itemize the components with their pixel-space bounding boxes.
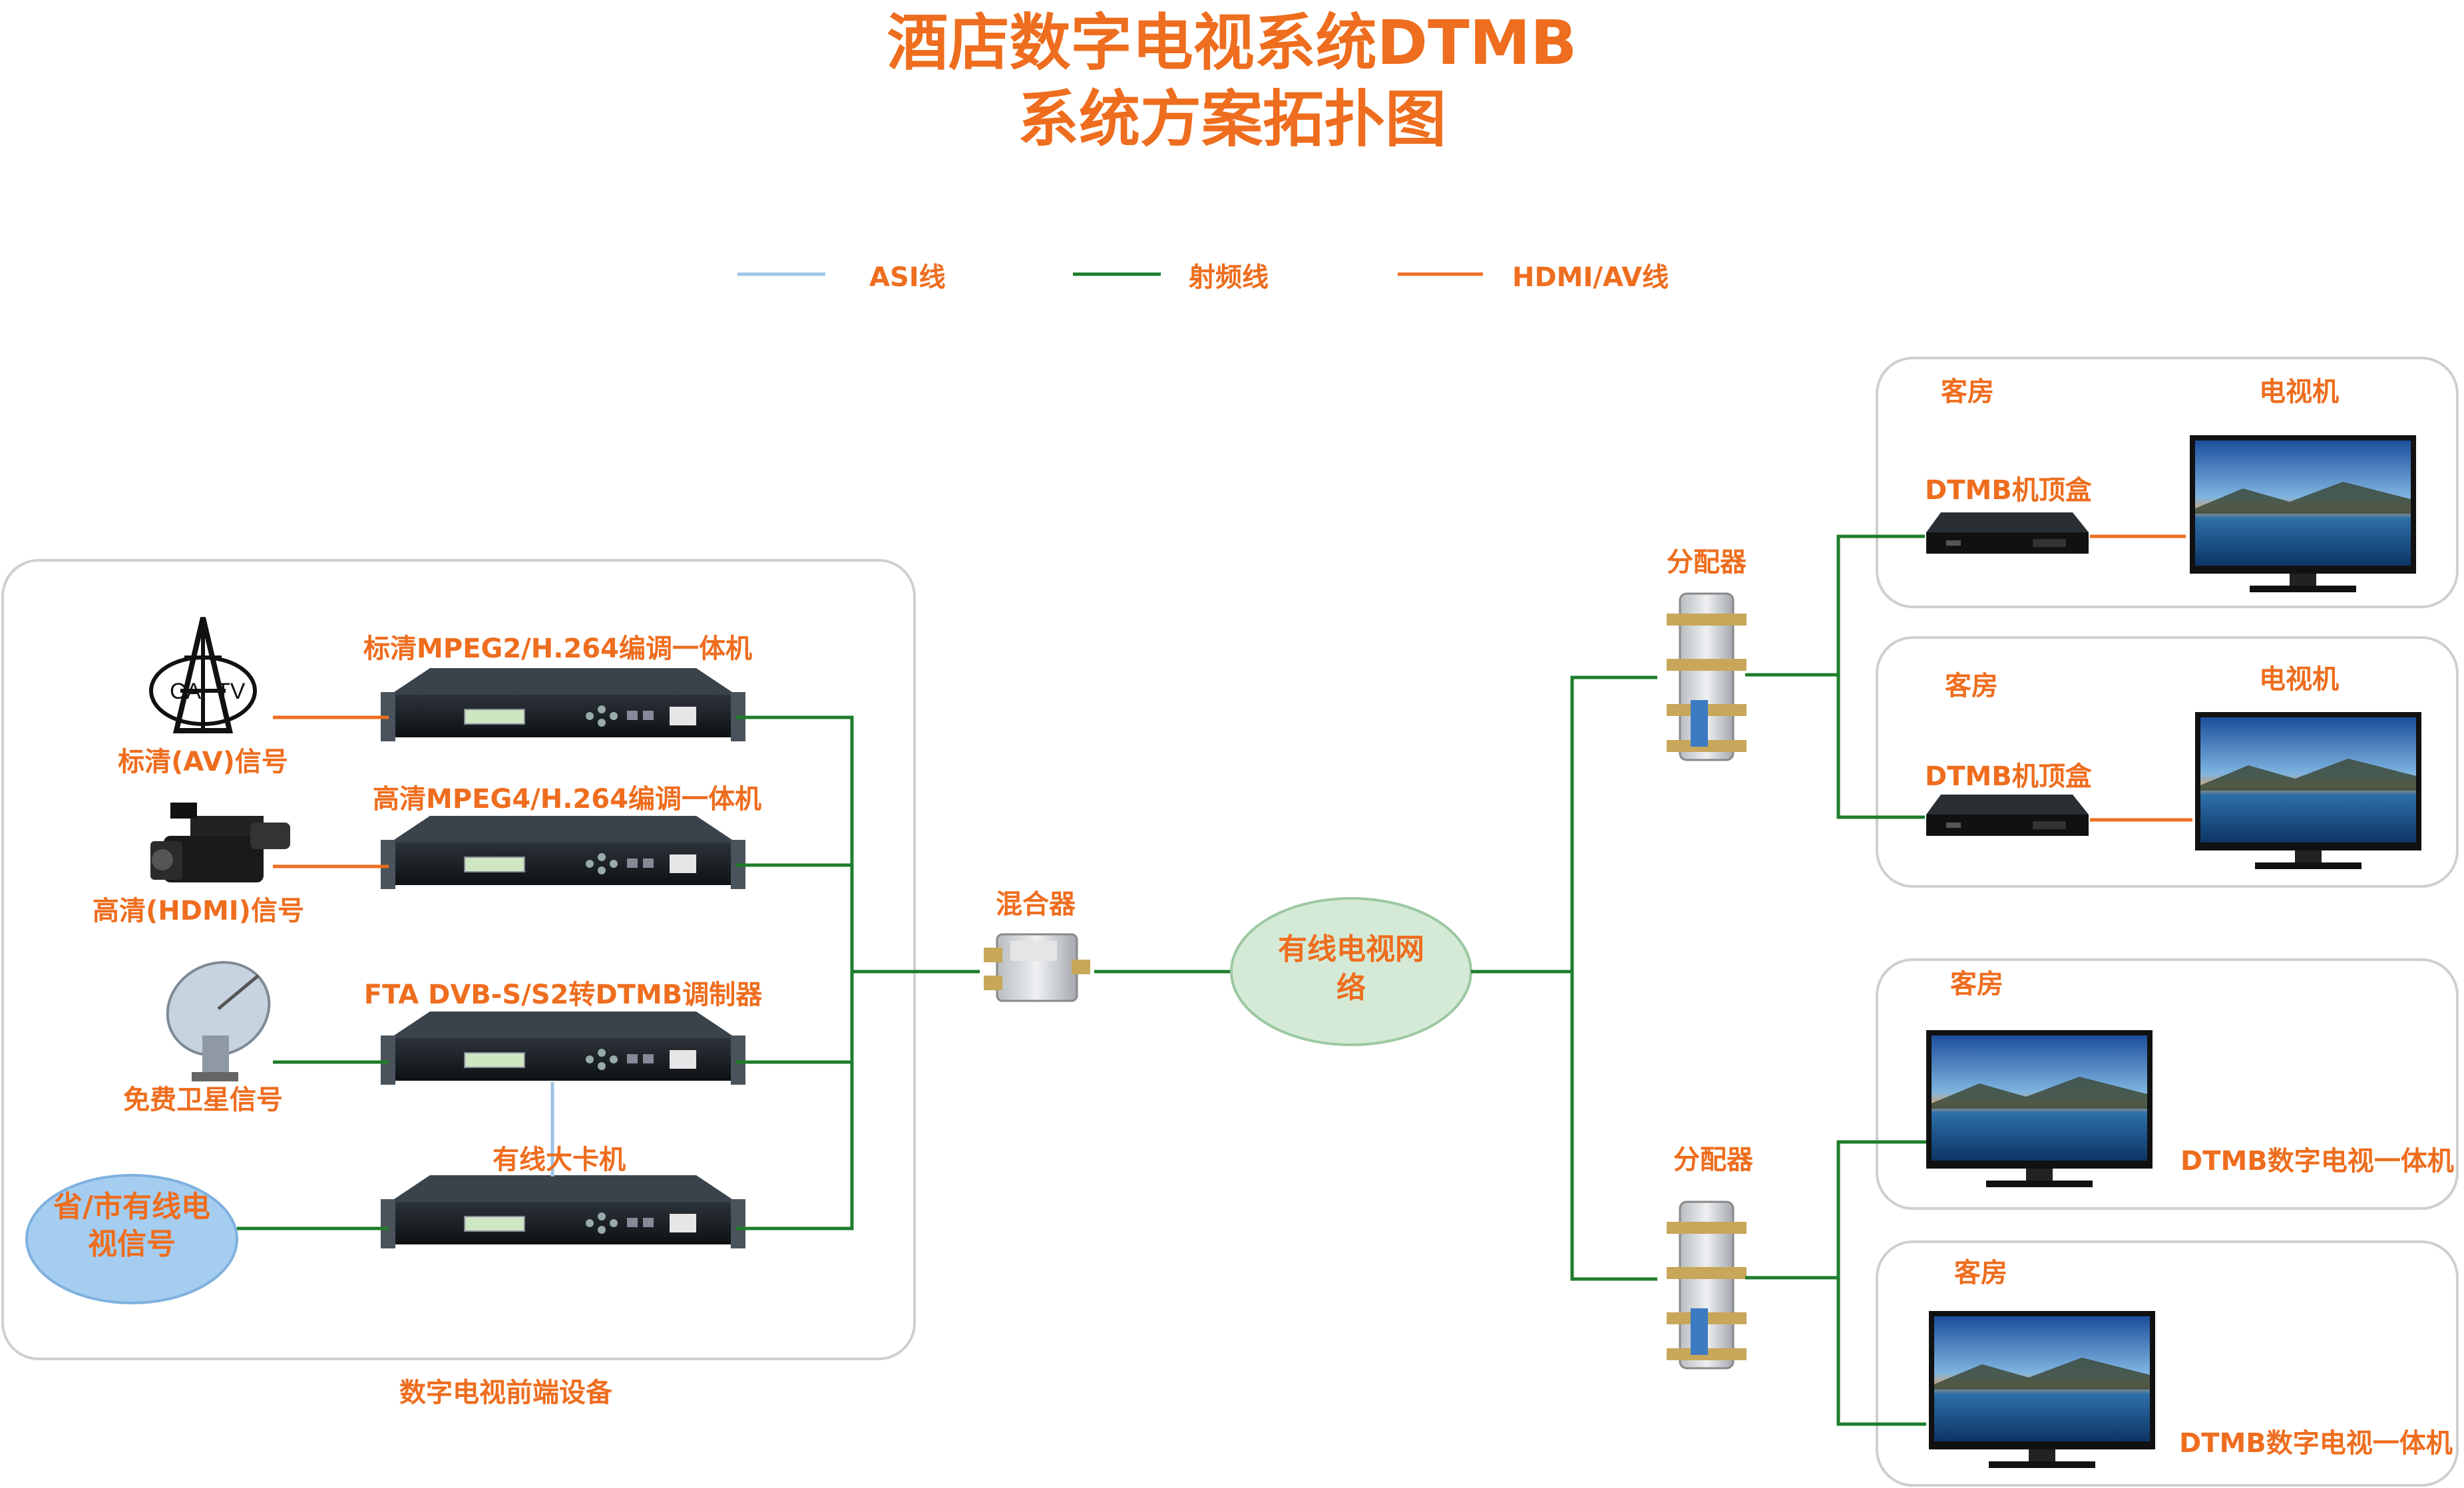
- device-cable-card: [380, 1175, 746, 1249]
- network-label: 有线电视网络: [1278, 932, 1424, 1005]
- room1-stb-label: DTMB机顶盒: [1925, 475, 2092, 506]
- tv-room3-icon: [1926, 1030, 2153, 1187]
- room3-label: 客房: [1950, 969, 2003, 1000]
- device-dvbs-modulator: [380, 1011, 746, 1085]
- source-camera-label: 高清(HDMI)信号: [93, 896, 304, 926]
- room3-tv-label: DTMB数字电视一体机: [2180, 1146, 2454, 1177]
- svg-text:TV: TV: [216, 679, 246, 704]
- tv-room1-icon: [2190, 435, 2416, 592]
- source-satellite-label: 免费卫星信号: [123, 1085, 283, 1115]
- device-hd-encoder: [380, 815, 746, 890]
- device-hd-encoder-label: 高清MPEG4/H.264编调一体机: [373, 784, 761, 815]
- legend-rf-label: 射频线: [1189, 262, 1269, 293]
- satellite-dish-icon: [166, 961, 271, 1081]
- tv-room2-icon: [2195, 712, 2421, 869]
- cable-source-oval: [25, 1174, 238, 1304]
- splitter-bottom-label: 分配器: [1673, 1145, 1753, 1175]
- splitter-bottom-icon: [1665, 1201, 1748, 1370]
- device-sd-encoder-label: 标清MPEG2/H.264编调一体机: [363, 634, 752, 664]
- room4-label: 客房: [1954, 1258, 2007, 1288]
- stb-room2-icon: [1926, 795, 2089, 836]
- legend-hdmi-label: HDMI/AV线: [1512, 262, 1669, 293]
- room1-tv-label: 电视机: [2259, 377, 2339, 407]
- diagram-title-line1: 酒店数字电视系统DTMB: [887, 7, 1577, 79]
- room1-label: 客房: [1941, 377, 1994, 407]
- splitter-top-icon: [1665, 592, 1748, 761]
- device-cable-card-label: 有线大卡机: [493, 1145, 626, 1175]
- device-sd-encoder: [380, 667, 746, 742]
- diagram-title-line2: 系统方案拓扑图: [1017, 84, 1446, 155]
- camcorder-icon: [150, 803, 290, 882]
- source-catv-label: 标清(AV)信号: [118, 747, 288, 777]
- room2-label: 客房: [1945, 671, 1998, 701]
- frontend-caption: 数字电视前端设备: [399, 1378, 612, 1408]
- source-cable-label: 省/市有线电视信号: [53, 1190, 211, 1261]
- catv-tower-icon: CA TV: [149, 617, 257, 733]
- splitter-top-label: 分配器: [1667, 547, 1746, 578]
- room2-tv-label: 电视机: [2259, 664, 2339, 695]
- stb-room1-icon: [1926, 512, 2089, 554]
- room2-stb-label: DTMB机顶盒: [1925, 761, 2092, 792]
- mixer-icon: [984, 933, 1090, 1002]
- room4-tv-label: DTMB数字电视一体机: [2179, 1428, 2453, 1459]
- svg-text:CA: CA: [170, 679, 202, 704]
- tv-room4-icon: [1929, 1311, 2155, 1468]
- mixer-label: 混合器: [996, 889, 1076, 920]
- device-dvbs-modulator-label: FTA DVB-S/S2转DTMB调制器: [363, 980, 763, 1010]
- legend-asi-label: ASI线: [869, 262, 946, 293]
